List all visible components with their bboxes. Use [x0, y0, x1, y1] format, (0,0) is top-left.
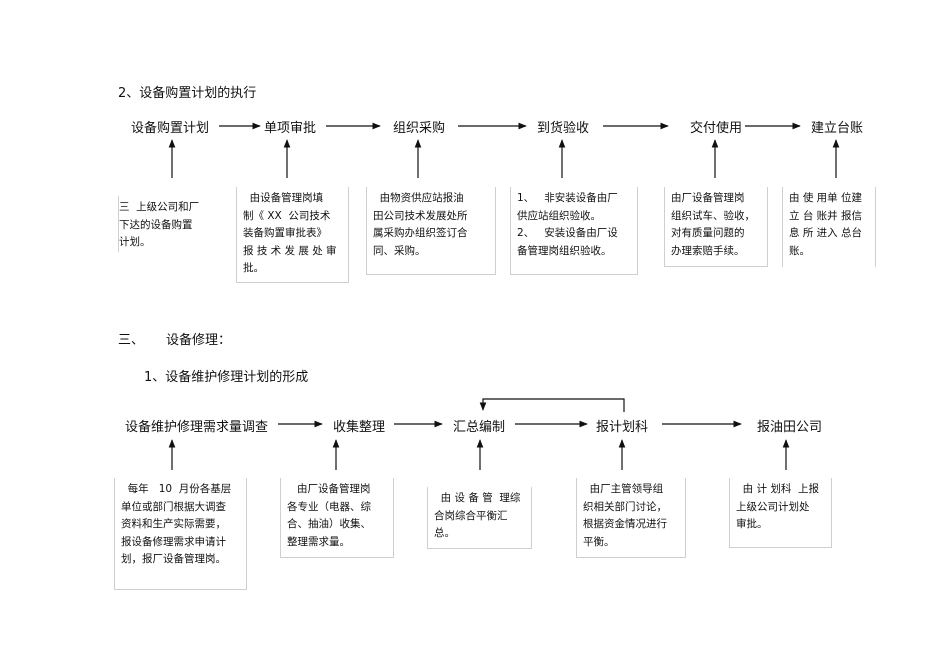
flow-node-planning-dept: 报计划科: [596, 420, 649, 435]
flow-node-demand-survey: 设备维护修理需求量调查: [125, 420, 269, 435]
flow-node-ledger: 建立台账: [811, 121, 864, 136]
note-handover: 由厂设备管理岗 组织试车、验收， 对有质量问题的 办理索赔手续。: [664, 187, 768, 267]
flow-node-purchase-plan: 设备购置计划: [131, 121, 210, 136]
note-demand-survey: 每年 10 月份各基层 单位或部门根据大调查 资料和生产实际需要， 报设备修理需…: [114, 478, 247, 590]
note-purchase-plan: 三 上级公司和厂 下达的设备购置 计划。: [118, 196, 218, 252]
note-item-approval: 由设备管理岗填 制《 XX 公司技术 装备购置审批表》 报 技 术 发 展 处 …: [236, 187, 349, 283]
flow-node-acceptance: 到货验收: [537, 121, 590, 136]
note-compile: 由 设 备 管 理综 合岗综合平衡汇 总。: [427, 487, 532, 549]
note-oilfield-company: 由 计 划科 上报 上级公司计划处 审批。: [729, 478, 832, 548]
section-heading-execution: 2、设备购置计划的执行: [118, 86, 257, 101]
note-procurement: 由物资供应站报油 田公司技术发展处所 属采购办组织签订合 同、采购。: [366, 187, 496, 275]
note-ledger: 由 使 用单 位建 立 台 账并 报信 息 所 进入 总台 账。: [782, 187, 876, 267]
note-planning-dept: 由厂主管领导组 织相关部门讨论， 根据资金情况进行 平衡。: [576, 478, 686, 558]
flow-node-compile: 汇总编制: [453, 420, 506, 435]
note-collect: 由厂设备管理岗 各专业（电器、综 合、抽油）收集、 整理需求量。: [280, 478, 394, 558]
feedback-arrow: [479, 398, 625, 412]
flow-node-collect: 收集整理: [333, 420, 386, 435]
sub-heading-repair-plan: 1、设备维护修理计划的形成: [144, 370, 309, 385]
flow-node-oilfield-company: 报油田公司: [757, 420, 823, 435]
section-number-repair: 三、: [118, 333, 145, 348]
section-heading-repair: 设备修理：: [166, 333, 232, 348]
note-acceptance: 1、 非安装设备由厂 供应站组织验收。 2、 安装设备由厂设 备管理岗组织验收。: [510, 187, 638, 275]
flow-node-item-approval: 单项审批: [264, 121, 317, 136]
flow-node-procurement: 组织采购: [393, 121, 446, 136]
flow-node-handover: 交付使用: [690, 121, 743, 136]
